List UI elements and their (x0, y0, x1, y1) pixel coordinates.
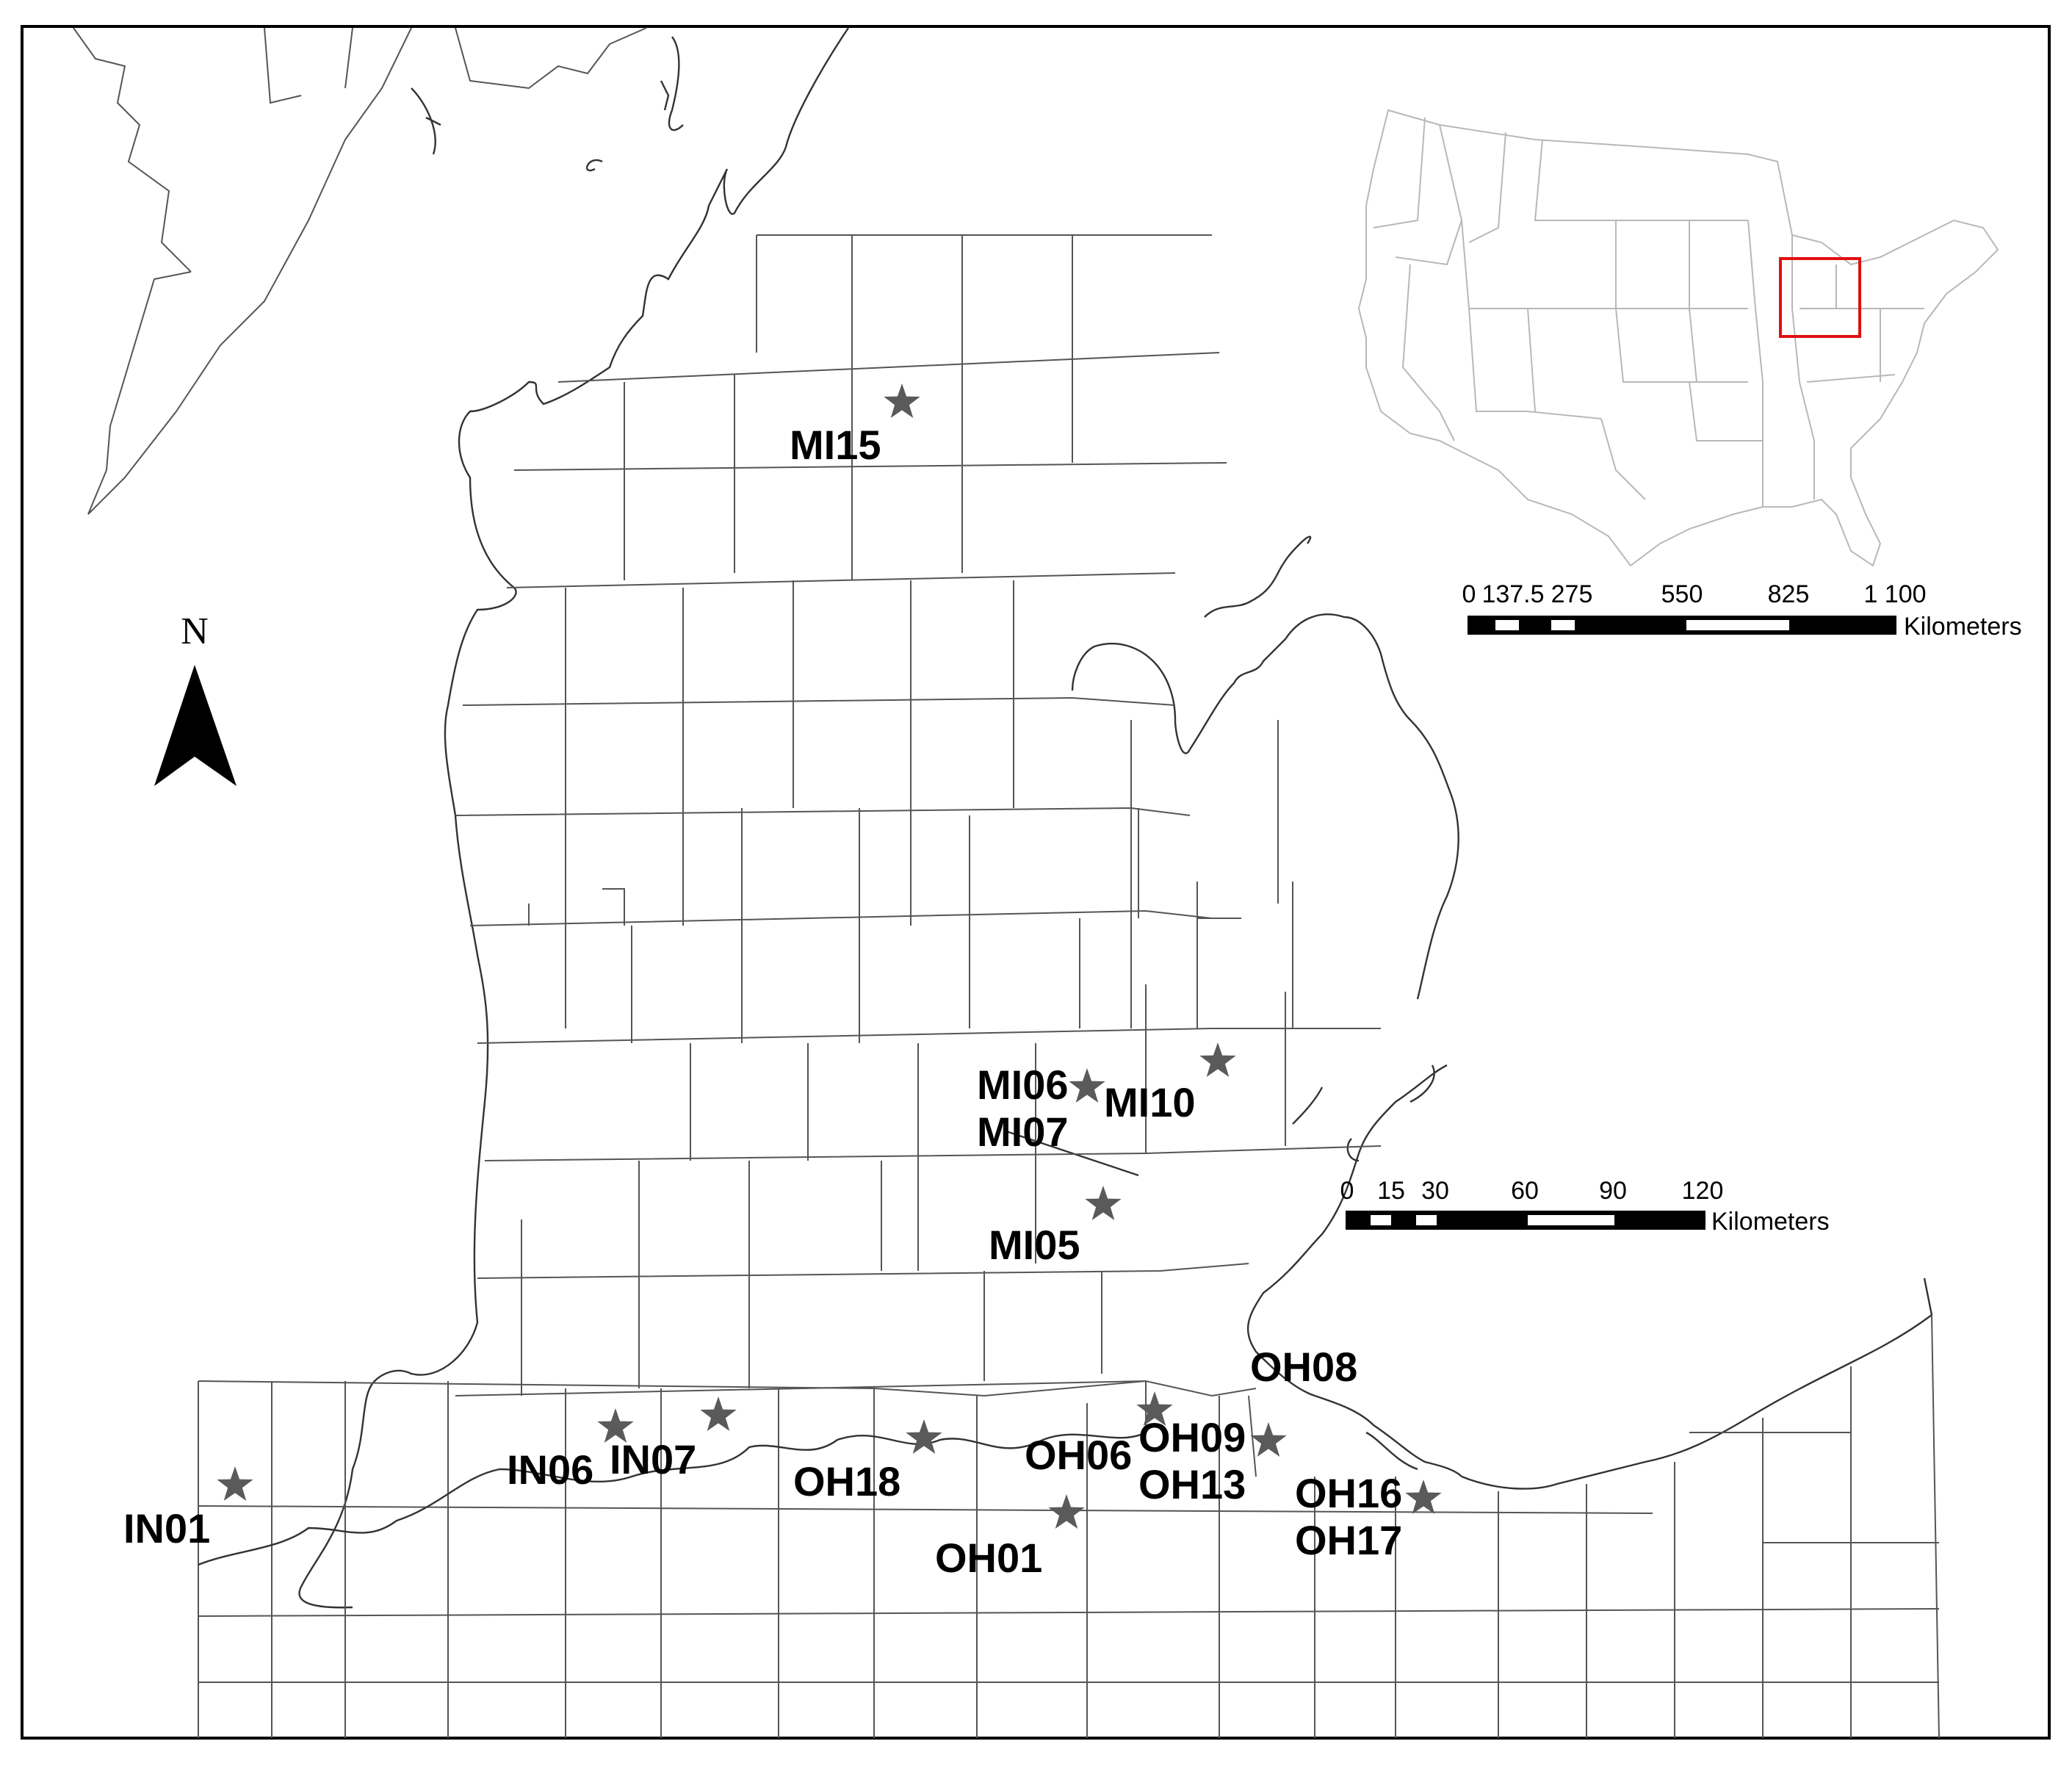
star-icon (1136, 1391, 1173, 1426)
star-icon (1405, 1480, 1442, 1514)
site-label-oh16: OH16 (1295, 1470, 1402, 1516)
main-scale-tick-1: 15 (1377, 1177, 1405, 1205)
main-scale-bar: 0 15 30 60 90 120 Kilometers (1340, 1177, 1830, 1236)
main-scale-unit: Kilometers (1711, 1208, 1830, 1236)
upper-left-land (73, 27, 684, 515)
main-scale-bar-body (1346, 1211, 1705, 1230)
county-boundaries (455, 234, 1382, 1396)
site-label-oh13: OH13 (1138, 1461, 1246, 1507)
site-label-mi15: MI15 (790, 422, 881, 468)
star-icon (1069, 1068, 1105, 1103)
main-scale-tick-5: 120 (1682, 1177, 1724, 1205)
inset-scale-bar: 0 137.5 275 550 825 1 100 Kilometers (1462, 580, 2022, 641)
main-scale-tick-0: 0 (1340, 1177, 1354, 1205)
inset-scale-tick-4: 825 (1768, 580, 1810, 608)
site-label-oh01: OH01 (935, 1535, 1042, 1581)
main-scale-tick-2: 30 (1421, 1177, 1449, 1205)
site-label-mi05: MI05 (989, 1222, 1080, 1268)
map-frame (21, 25, 2051, 1740)
site-label-in07: IN07 (610, 1436, 696, 1482)
star-icon (217, 1466, 253, 1501)
star-icon (906, 1419, 942, 1454)
star-icon (1199, 1042, 1236, 1077)
site-label-mi07: MI07 (977, 1109, 1069, 1155)
north-label: N (181, 610, 209, 652)
locator-box (1779, 257, 1861, 338)
star-icon (1085, 1186, 1122, 1220)
inset-scale-tick-3: 550 (1661, 580, 1703, 608)
star-icon (700, 1396, 737, 1431)
north-arrow: N (154, 610, 237, 786)
inset-scale-tick-1: 137.5 (1481, 580, 1544, 608)
north-arrow-icon (154, 665, 195, 786)
inset-scale-tick-2: 275 (1551, 580, 1593, 608)
site-label-mi06: MI06 (977, 1062, 1069, 1108)
site-markers: MI15 MI06 MI07 MI10 MI05 OH08 OH09 OH13 … (123, 383, 1442, 1581)
main-scale-tick-4: 90 (1599, 1177, 1627, 1205)
site-label-in01: IN01 (123, 1505, 210, 1551)
site-label-oh18: OH18 (793, 1458, 900, 1504)
inset-scale-bar-body (1468, 616, 1896, 635)
star-icon (1250, 1422, 1287, 1457)
inset-scale-tick-0: 0 (1462, 580, 1476, 608)
star-icon (1048, 1494, 1085, 1529)
site-label-oh09: OH09 (1138, 1414, 1246, 1460)
indiana-ohio-counties (198, 1314, 1940, 1739)
site-label-oh08: OH08 (1250, 1344, 1357, 1390)
star-icon (884, 383, 920, 418)
site-label-mi10: MI10 (1104, 1079, 1196, 1125)
star-icon (597, 1408, 634, 1443)
site-label-oh06: OH06 (1025, 1432, 1132, 1478)
site-label-in06: IN06 (507, 1446, 593, 1493)
inset-us-map (1357, 109, 1999, 567)
michigan-lower-peninsula (298, 27, 1933, 1609)
main-scale-tick-3: 60 (1511, 1177, 1539, 1205)
inset-scale-unit: Kilometers (1904, 613, 2022, 641)
site-label-oh17: OH17 (1295, 1517, 1402, 1563)
inset-scale-tick-5: 1 100 (1863, 580, 1926, 608)
